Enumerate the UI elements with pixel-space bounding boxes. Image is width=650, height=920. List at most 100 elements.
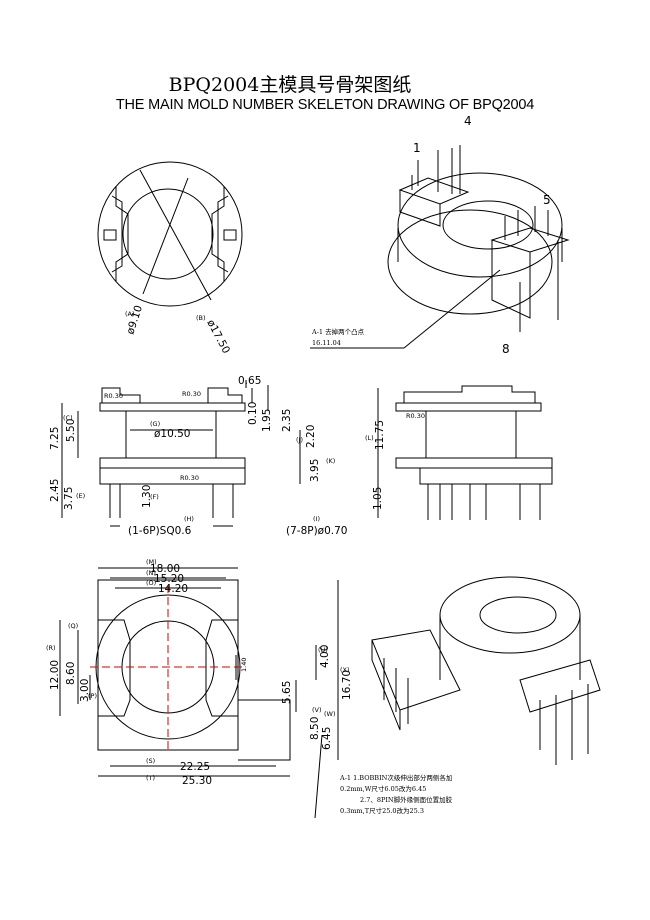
iso-note-line1: A-1 去掉两个凸点 <box>311 327 365 336</box>
iso-top-flange <box>397 172 563 278</box>
ref-n: (N) <box>146 569 156 577</box>
ref-k: (K) <box>326 457 335 465</box>
pin4-label: 4 <box>464 114 472 128</box>
ref-c: (C) <box>63 414 73 422</box>
dia-b-label: ø17.50 <box>204 318 232 356</box>
dim-8-60: 8.60 <box>65 662 77 685</box>
dim-3-75: 3.75 <box>63 487 75 510</box>
pin5-label: 5 <box>543 193 551 207</box>
dim-7-25: 7.25 <box>49 427 61 450</box>
ref-x: (X) <box>340 666 350 674</box>
winding-core-circle <box>122 188 214 280</box>
pin8-label: 8 <box>502 342 510 356</box>
iso-core-opening <box>442 200 534 250</box>
pins-7-8-label: (7-8P)ø0.70 <box>286 525 347 537</box>
iso-left-block <box>398 177 470 227</box>
iso-bottom-base <box>371 629 461 731</box>
side-radius: R0.30 <box>406 412 425 420</box>
side-top-flange <box>395 402 542 412</box>
dia-a-leader <box>142 177 189 295</box>
dim-18-00: 18.00 <box>150 563 180 575</box>
right-ear <box>211 186 229 282</box>
bottom-note-line4: 0.3mm,T尺寸25.0改为25.3 <box>340 806 424 815</box>
dim-1-95: 1.95 <box>261 409 273 432</box>
dim-25-30: 25.30 <box>182 775 212 787</box>
ref-j: (J) <box>296 436 303 444</box>
front-pins <box>109 484 234 518</box>
dim-0-65: 0.65 <box>238 375 261 387</box>
front-view: 0.65 0.10 1.95 2.35 7.25 5.50 ø10.50 2.2… <box>49 375 347 537</box>
isometric-top: 1 4 5 8 A-1 去掉两个凸点 16.11.04 <box>310 114 570 356</box>
iso-bottom-pins <box>383 658 589 765</box>
top-view: ø9.10 (A) ø17.50 (B) <box>97 161 243 356</box>
dim-0-10: 0.10 <box>247 402 259 425</box>
iso-right-block <box>490 227 570 319</box>
side-view: 11.75 1.05 (L) R0.30 <box>365 385 553 520</box>
drawing-title-en: THE MAIN MOLD NUMBER SKELETON DRAWING OF… <box>115 97 535 113</box>
iso-right-pins <box>504 206 559 332</box>
dim-5-50: 5.50 <box>65 419 77 442</box>
dia-b-leader <box>139 169 212 301</box>
ref-u: (U) <box>318 646 328 654</box>
bottom-note-line2: 0.2mm,W尺寸6.05改为6.45 <box>340 784 426 793</box>
ref-i: (I) <box>313 515 320 523</box>
ref-f: (F) <box>150 493 159 501</box>
dim-11-75: 11.75 <box>374 420 386 450</box>
ref-v: (V) <box>312 706 322 714</box>
radius-2: R0.30 <box>182 390 201 398</box>
bottom-view: 18.00 15.20 14.20 12.00 8.60 3.00 1.40 4… <box>46 558 453 819</box>
isometric-bottom <box>371 576 601 765</box>
dim-2-35: 2.35 <box>281 409 293 432</box>
radius-3: R0.30 <box>180 474 199 482</box>
dim-12-00: 12.00 <box>49 660 61 690</box>
dim-15-20: 15.20 <box>154 573 184 585</box>
radius-1: R0.30 <box>104 392 123 400</box>
ref-p: (P) <box>88 692 97 700</box>
bottom-frame <box>97 579 239 751</box>
front-bottom-flange <box>99 457 246 469</box>
ref-g: (G) <box>150 420 160 428</box>
iso-bottom-flange <box>387 209 553 315</box>
dim-1-30: 1.30 <box>141 485 153 508</box>
centerlines <box>90 585 245 750</box>
right-tab <box>223 229 237 241</box>
drawing-title-cn: BPQ2004主模具号骨架图纸 <box>168 74 412 96</box>
dim-3-00: 3.00 <box>79 679 91 702</box>
outer-flange-circle <box>97 161 243 307</box>
dim-22-25: 22.25 <box>180 761 210 773</box>
pins-1-6-label: (1-6P)SQ0.6 <box>128 525 192 537</box>
iso-left-pins <box>411 145 461 194</box>
dim-3-95: 3.95 <box>309 459 321 482</box>
dim-6-45: 6.45 <box>321 727 333 750</box>
left-tab <box>103 229 117 241</box>
iso-note-line2: 16.11.04 <box>312 339 341 347</box>
bottom-note-line3: 2.7、8PIN脚外缘侧面位置加胶 <box>360 795 453 804</box>
ref-h: (H) <box>184 515 194 523</box>
ref-o: (O) <box>146 579 156 587</box>
ref-b: (B) <box>196 314 206 322</box>
ref-e: (E) <box>76 492 85 500</box>
pin1-label: 1 <box>413 141 421 155</box>
dim-16-70: 16.70 <box>341 670 353 700</box>
dim-1-05: 1.05 <box>372 487 384 510</box>
dim-8-50: 8.50 <box>309 717 321 740</box>
ref-a: (A) <box>125 310 135 318</box>
ref-w: (W) <box>324 710 336 718</box>
dim-5-65: 5.65 <box>281 681 293 704</box>
front-top-flange <box>99 402 246 412</box>
ref-r: (R) <box>46 644 56 652</box>
dim-4-00: 4.00 <box>319 645 331 668</box>
dia-a-label: ø9.10 <box>124 304 145 336</box>
ref-l: (L) <box>365 434 374 442</box>
bottom-note-line1: A-1 1.BOBBIN次级伸出部分两侧各加 <box>339 773 452 782</box>
dim-2-45: 2.45 <box>49 479 61 502</box>
dim-2-20: 2.20 <box>305 425 317 448</box>
left-ear <box>111 186 129 282</box>
ref-q: (Q) <box>68 622 78 630</box>
dim-1-40: 1.40 <box>240 658 248 672</box>
note-leader <box>403 269 501 349</box>
side-pins <box>427 484 541 520</box>
dim-10-50: ø10.50 <box>154 428 190 440</box>
ref-s: (S) <box>146 757 155 765</box>
